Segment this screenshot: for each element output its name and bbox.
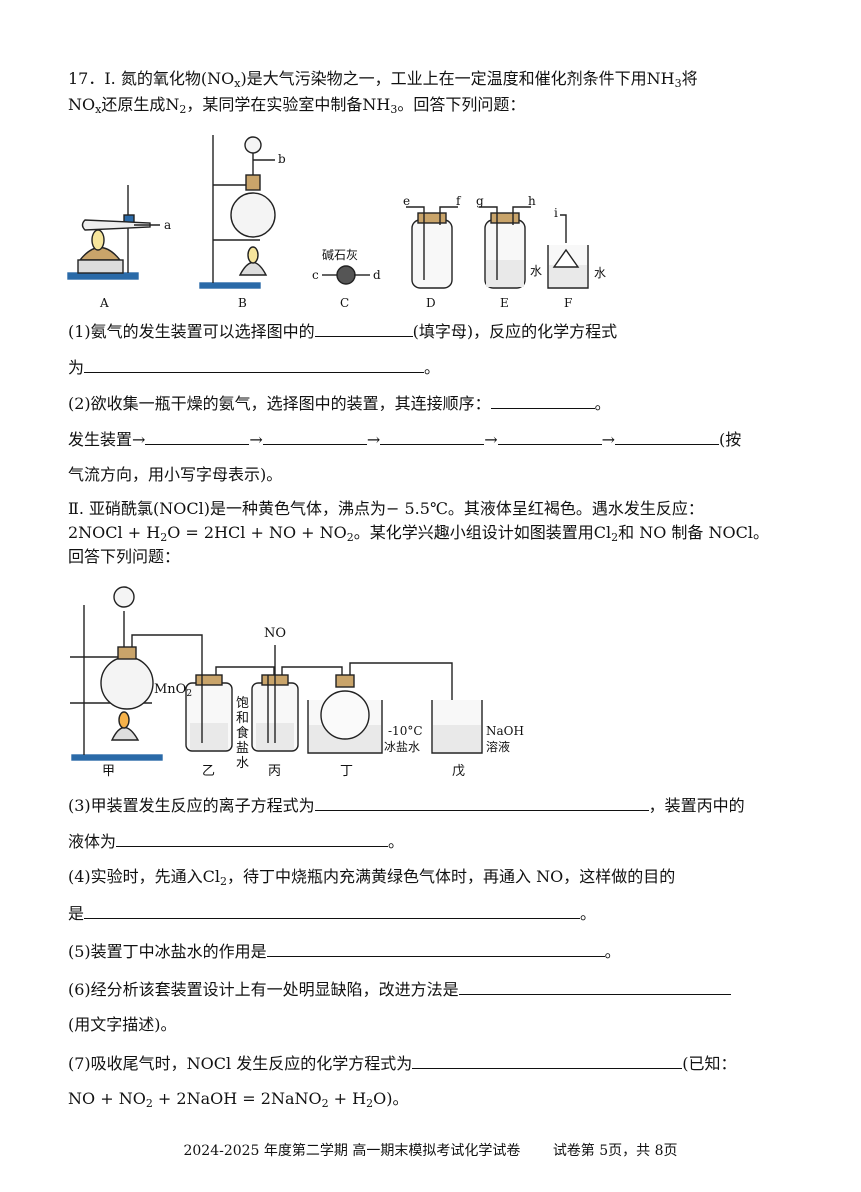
label-a: A bbox=[99, 296, 109, 310]
answer-blank[interactable] bbox=[116, 830, 389, 847]
label-bing: 丙 bbox=[268, 764, 281, 779]
q3-line2: 液体为。 bbox=[68, 830, 405, 851]
apparatus-figure-1: A B C D E F a b c d e f g h i 碱石灰 水 水 bbox=[67, 135, 606, 310]
label-d: D bbox=[426, 296, 436, 310]
part2-line1: Ⅱ. 亚硝酰氯(NOCl)是一种黄色气体，沸点为− 5.5℃。其液体呈红褐色。遇… bbox=[68, 499, 704, 518]
no-label: NO bbox=[264, 626, 286, 641]
label-ding: 丁 bbox=[340, 764, 353, 779]
q3-line1: (3)甲装置发生反应的离子方程式为，装置丙中的 bbox=[68, 794, 745, 815]
apparatus-f bbox=[547, 214, 589, 289]
water-label-f: 水 bbox=[594, 266, 606, 280]
port-e: e bbox=[403, 194, 410, 208]
label-b: B bbox=[238, 296, 247, 310]
label-e: E bbox=[500, 296, 509, 310]
answer-blank[interactable] bbox=[84, 356, 425, 373]
brine-char-5: 水 bbox=[236, 756, 249, 771]
q5-line: (5)装置丁中冰盐水的作用是。 bbox=[68, 940, 621, 961]
apparatus-figure-2: 甲 乙 丙 丁 戊 MnO2 NO 饱 和 食 盐 水 -10°C 冰盐水 Na… bbox=[70, 586, 524, 779]
part1-heading-line1: 17．Ⅰ. 氮的氧化物(NOx)是大气污染物之一，工业上在一定温度和催化剂条件下… bbox=[68, 69, 698, 90]
answer-blank[interactable] bbox=[266, 940, 605, 957]
apparatus-c bbox=[322, 265, 370, 285]
port-b: b bbox=[278, 152, 286, 166]
q2-line1: (2)欲收集一瓶干燥的氨气，选择图中的装置，其连接顺序：。 bbox=[68, 392, 611, 413]
naoh-label: NaOH bbox=[486, 724, 524, 738]
answer-blank[interactable] bbox=[412, 1052, 683, 1069]
port-c: c bbox=[312, 268, 319, 282]
port-h: h bbox=[528, 194, 536, 208]
brine-char-3: 食 bbox=[236, 725, 249, 741]
label-yi: 乙 bbox=[202, 764, 215, 779]
soda-lime-label: 碱石灰 bbox=[322, 248, 358, 262]
answer-blank[interactable] bbox=[314, 320, 413, 337]
label-c: C bbox=[340, 296, 349, 310]
mno2-label: MnO2 bbox=[154, 682, 192, 699]
port-i: i bbox=[554, 206, 558, 220]
q7-line2: NO + NO2 + 2NaOH = 2NaNO2 + H2O)。 bbox=[68, 1089, 409, 1110]
exam-title: 2024-2025 年度第二学期 高一期末模拟考试化学试卷 bbox=[183, 1143, 521, 1159]
brine-char-4: 盐 bbox=[236, 741, 249, 756]
apparatus-a bbox=[67, 185, 160, 280]
apparatus-d bbox=[406, 206, 458, 289]
q4-line1: (4)实验时，先通入Cl2，待丁中烧瓶内充满黄绿色气体时，再通入 NO，这样做的… bbox=[68, 867, 676, 888]
port-d: d bbox=[373, 268, 381, 282]
page-footer: 2024-2025 年度第二学期 高一期末模拟考试化学试卷 试卷第 5页，共 8… bbox=[0, 1140, 861, 1160]
q6-line1: (6)经分析该套装置设计上有一处明显缺陷，改进方法是 bbox=[68, 978, 731, 1001]
answer-blank[interactable] bbox=[84, 902, 581, 919]
apparatus-jia bbox=[70, 586, 203, 761]
part1-heading-line2: NOx还原生成N2，某同学在实验室中制备NH3。回答下列问题： bbox=[68, 95, 526, 116]
apparatus-ding bbox=[307, 662, 453, 754]
solution-label: 溶液 bbox=[486, 739, 510, 754]
port-f: f bbox=[456, 194, 462, 208]
port-g: g bbox=[476, 194, 484, 208]
q4-line2: 是。 bbox=[68, 902, 597, 923]
apparatus-wu bbox=[431, 700, 483, 754]
port-a: a bbox=[164, 218, 171, 232]
brine-char-1: 饱 bbox=[236, 696, 249, 711]
water-label-e: 水 bbox=[530, 264, 542, 278]
q6-line2: (用文字描述)。 bbox=[68, 1015, 177, 1034]
q1-line1: (1)氨气的发生装置可以选择图中的(填字母)，反应的化学方程式 bbox=[68, 320, 618, 341]
answer-blank[interactable] bbox=[380, 428, 485, 445]
part2-line3: 回答下列问题： bbox=[68, 547, 181, 566]
answer-blank[interactable] bbox=[314, 794, 649, 811]
q7-line1: (7)吸收尾气时，NOCl 发生反应的化学方程式为(已知： bbox=[68, 1052, 737, 1073]
label-wu: 戊 bbox=[452, 764, 465, 779]
answer-blank[interactable] bbox=[490, 392, 595, 409]
answer-blank[interactable] bbox=[615, 428, 720, 445]
apparatus-b bbox=[199, 135, 276, 289]
answer-blank[interactable] bbox=[497, 428, 602, 445]
answer-blank[interactable] bbox=[145, 428, 250, 445]
part2-line2: 2NOCl + H2O = 2HCl + NO + NO2。某化学兴趣小组设计如… bbox=[68, 523, 769, 544]
q1-line2: 为。 bbox=[68, 356, 441, 377]
brine-char-2: 和 bbox=[236, 711, 249, 726]
answer-blank[interactable] bbox=[262, 428, 367, 445]
answer-blank[interactable] bbox=[458, 978, 731, 995]
apparatus-yi bbox=[185, 666, 275, 752]
q2-line2: 发生装置→→→→→(按 bbox=[68, 428, 742, 449]
q2-line3: 气流方向，用小写字母表示)。 bbox=[68, 465, 283, 484]
page-number: 试卷第 5页，共 8页 bbox=[552, 1143, 678, 1159]
apparatus-e bbox=[479, 206, 531, 289]
apparatus-bing bbox=[251, 645, 343, 752]
ice-temp-label: -10°C bbox=[388, 724, 423, 738]
ice-water-label: 冰盐水 bbox=[384, 740, 420, 754]
label-jia: 甲 bbox=[102, 764, 115, 779]
label-f: F bbox=[564, 296, 572, 310]
